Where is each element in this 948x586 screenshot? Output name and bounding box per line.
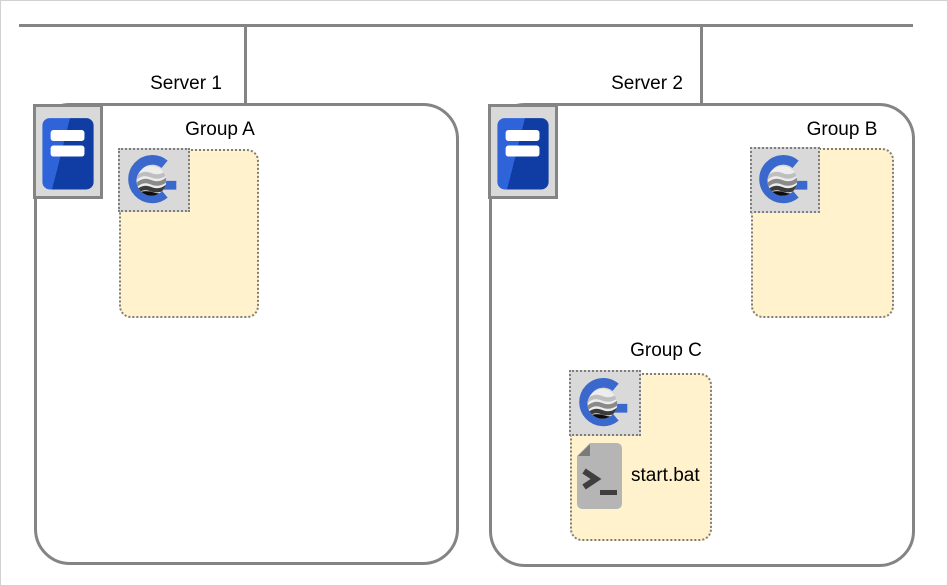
batch-file-name: start.bat — [631, 465, 700, 486]
server1-machine-chip — [33, 104, 103, 199]
g-app-logo-icon — [756, 152, 814, 208]
g-app-logo-icon — [125, 152, 183, 208]
g-app-logo-icon — [576, 375, 634, 431]
server2-drop-line — [700, 26, 703, 103]
group-a-app-chip — [118, 148, 190, 212]
server1-drop-line — [244, 26, 247, 103]
server-tower-icon — [36, 107, 100, 196]
group-a-label: Group A — [185, 119, 255, 140]
server2-label: Server 2 — [611, 73, 683, 94]
network-bus-line — [19, 24, 913, 27]
group-c-app-chip — [569, 370, 641, 436]
group-c-file-row: start.bat — [576, 442, 700, 510]
server1-label: Server 1 — [150, 73, 222, 94]
group-c-label: Group C — [630, 340, 702, 361]
group-b-label: Group B — [806, 119, 878, 140]
server2-machine-chip — [488, 104, 558, 199]
batch-script-file-icon — [576, 442, 623, 510]
server-tower-icon — [491, 107, 555, 196]
group-b-app-chip — [750, 147, 820, 213]
